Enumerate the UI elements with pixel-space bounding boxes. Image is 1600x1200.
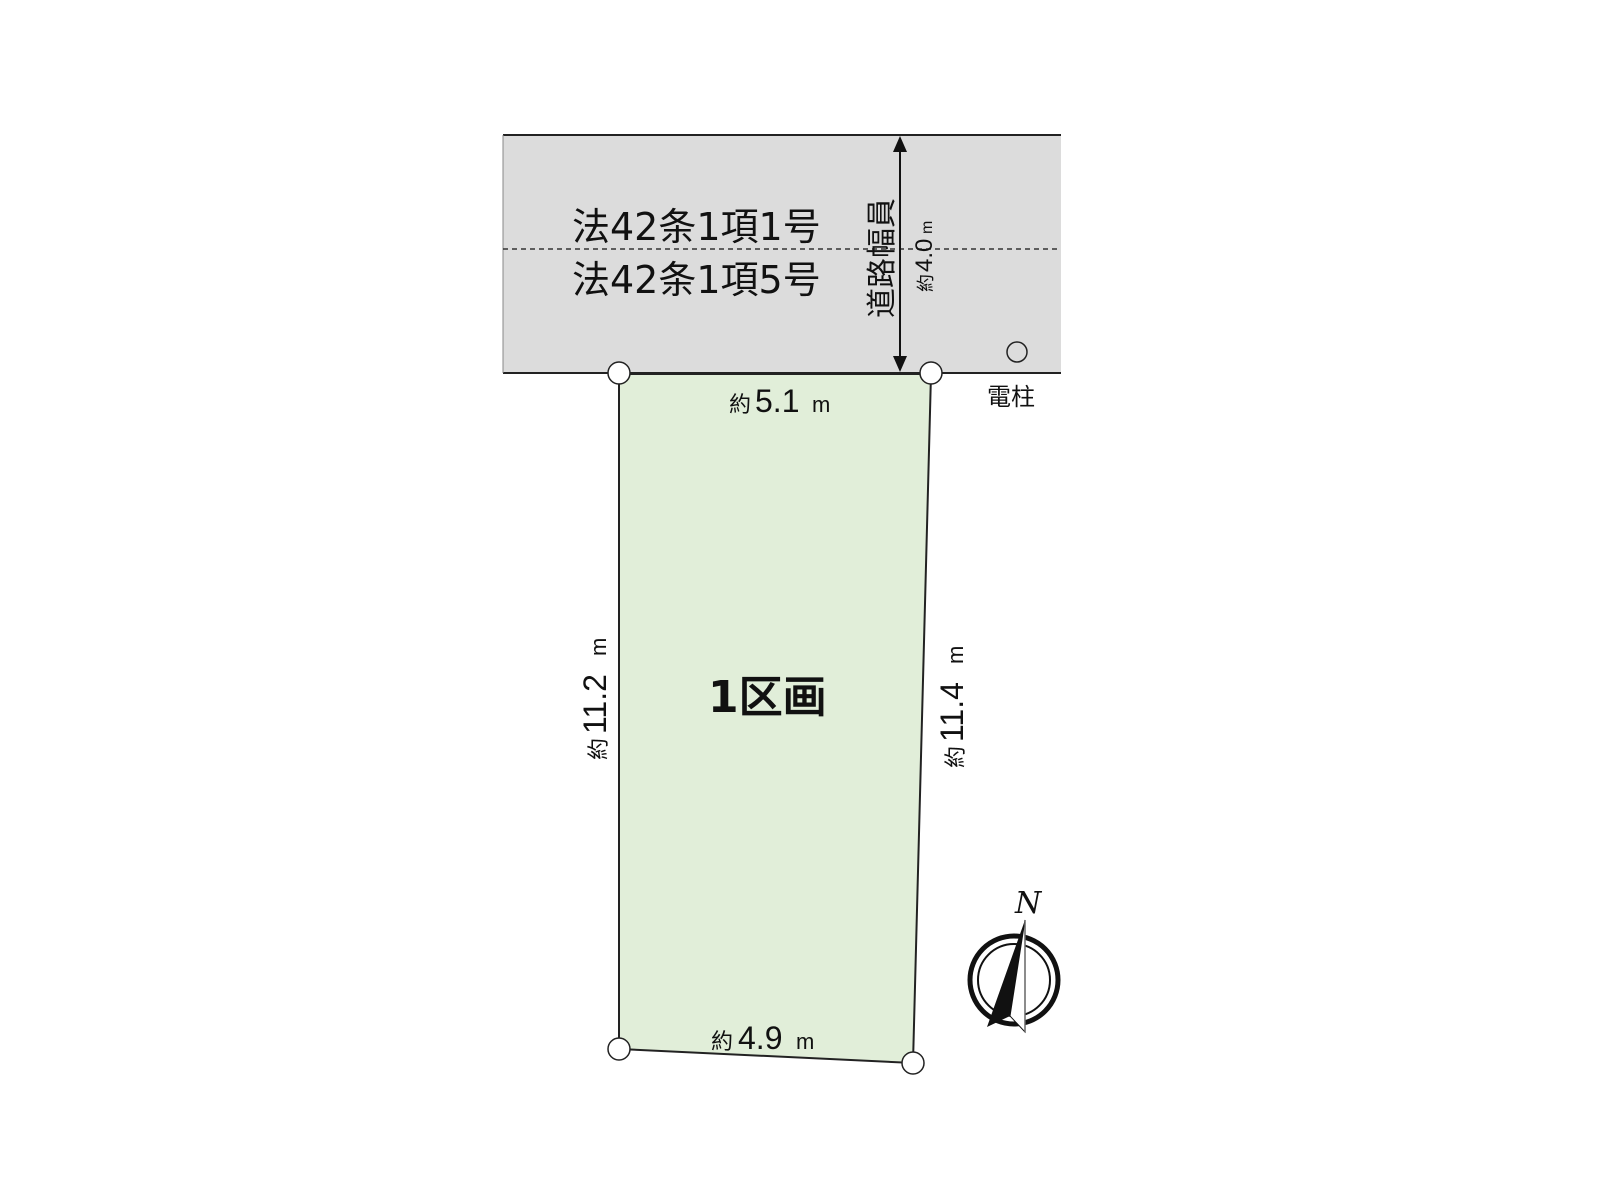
lot-west-side-label: 約 11.2 m [577, 638, 613, 760]
arrow-up-icon [893, 136, 907, 152]
lot-north-side-label: 約 5.1 m [729, 383, 830, 419]
lot-south-side-label: 約 4.9 m [711, 1020, 814, 1056]
svg-text:m: m [919, 221, 936, 234]
road-classification-2: 法42条1項5号 [572, 258, 821, 302]
svg-text:11.4: 11.4 [934, 682, 970, 742]
svg-text:約: 約 [944, 746, 969, 768]
svg-text:4.0: 4.0 [911, 239, 938, 272]
road-width-title: 道路幅員 [865, 198, 900, 318]
svg-text:約: 約 [729, 393, 751, 418]
svg-text:m: m [943, 646, 968, 664]
compass-north-label: N [1014, 886, 1043, 921]
svg-text:4.9: 4.9 [738, 1020, 782, 1056]
svg-text:5.1: 5.1 [755, 383, 799, 419]
utility-pole-label: 電柱 [987, 383, 1035, 411]
road-width-label: 約 4.0 m [911, 221, 938, 292]
north-arrow-compass-icon: N [967, 886, 1061, 1034]
corner-marker-ne [919, 361, 943, 385]
svg-text:約: 約 [587, 738, 612, 760]
utility-pole-icon [1006, 341, 1028, 363]
lot-east-side-label: 約 11.4 m [934, 646, 970, 768]
corner-marker-se [901, 1051, 925, 1075]
svg-text:約: 約 [711, 1030, 733, 1055]
corner-marker-sw [607, 1037, 631, 1061]
corner-marker-nw [607, 361, 631, 385]
lot-label: 1区画 [708, 672, 827, 723]
arrow-down-icon [893, 356, 907, 372]
lot: 1区画 約 5.1 m 約 4.9 m 約 11.2 m 約 11.4 m [577, 361, 970, 1075]
svg-text:約: 約 [916, 274, 937, 292]
svg-text:11.2: 11.2 [577, 674, 613, 734]
svg-text:m: m [586, 638, 611, 656]
svg-text:m: m [796, 1029, 814, 1054]
road-classification-1: 法42条1項1号 [572, 205, 821, 249]
road-width-dimension-arrow [893, 136, 907, 372]
road: 法42条1項1号 法42条1項5号 道路幅員 約 4.0 m [502, 134, 1061, 374]
svg-text:m: m [812, 392, 830, 417]
road-area [503, 136, 1061, 373]
